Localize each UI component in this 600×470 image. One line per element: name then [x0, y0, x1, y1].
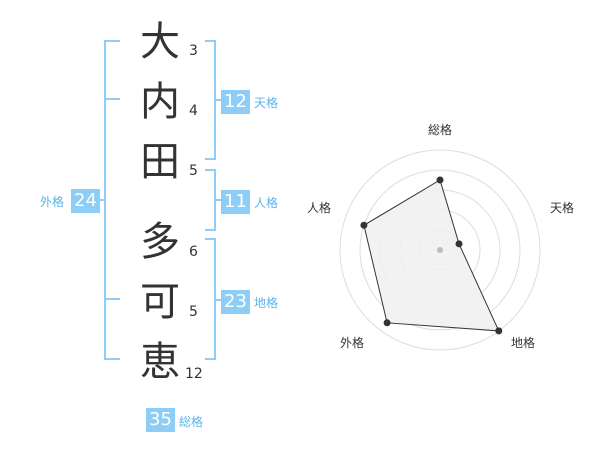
gaikaku-value-badge: 24 — [71, 189, 100, 213]
chikaku-value-badge: 23 — [221, 290, 250, 314]
radar-axis-label-jinkaku: 人格 — [307, 201, 332, 215]
stroke-count-6: 12 — [185, 366, 203, 382]
radar-axis-label-soukaku: 総格 — [428, 123, 453, 137]
radar-grid-ring — [359, 169, 521, 331]
gaikaku-label: 外格 — [40, 195, 65, 209]
tenkaku-label: 天格 — [254, 96, 279, 110]
radar-point-3 — [383, 319, 391, 327]
radar-point-1 — [455, 240, 463, 248]
stroke-count-3: 5 — [189, 163, 198, 179]
stroke-count-2: 4 — [189, 103, 198, 119]
radar-axis-label-tenkaku: 天格 — [550, 201, 575, 215]
chikaku-label: 地格 — [254, 296, 279, 310]
name-char-3: 田 — [140, 139, 180, 185]
jinkaku-label: 人格 — [254, 196, 279, 210]
radar-point-4 — [360, 221, 368, 229]
name-char-1: 大 — [140, 19, 180, 65]
radar-grid-ring — [339, 149, 541, 351]
name-char-6: 恵 — [140, 339, 180, 385]
radar-center-dot — [437, 247, 443, 253]
radar-value-polygon — [363, 179, 500, 332]
radar-axis-label-gaikaku: 外格 — [340, 336, 365, 350]
radar-point-0 — [436, 176, 444, 184]
tenkaku-value-badge: 12 — [221, 90, 250, 114]
soukaku-label: 総格 — [179, 415, 204, 429]
soukaku-value-badge: 35 — [146, 408, 175, 432]
radar-axis-label-chikaku: 地格 — [511, 336, 536, 350]
name-char-4: 多 — [140, 219, 180, 265]
stroke-count-5: 5 — [189, 304, 198, 320]
stroke-count-4: 6 — [189, 244, 198, 260]
radar-point-2 — [495, 327, 503, 335]
stroke-count-1: 3 — [189, 43, 198, 59]
name-char-5: 可 — [140, 279, 180, 325]
name-char-2: 内 — [140, 79, 180, 125]
jinkaku-value-badge: 11 — [221, 190, 250, 214]
